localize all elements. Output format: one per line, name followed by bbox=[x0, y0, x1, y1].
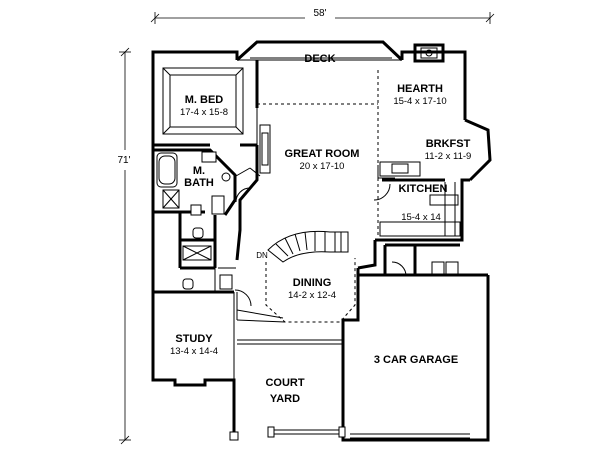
master-bed-walls bbox=[153, 60, 259, 147]
breakfast-label: BRKFST bbox=[426, 138, 471, 150]
door-swings bbox=[234, 167, 391, 307]
master-bath-label-line2: BATH bbox=[184, 177, 214, 189]
courtyard-label-line2: YARD bbox=[270, 393, 300, 405]
dining-label: DINING bbox=[293, 277, 332, 289]
courtyard bbox=[229, 339, 346, 441]
master-bath-label-line1: M. bbox=[193, 165, 205, 177]
master-bed-label: M. BED bbox=[185, 94, 224, 106]
depth-dimension-label: 71' bbox=[117, 155, 130, 166]
deck-label: DECK bbox=[304, 53, 335, 65]
width-dimension bbox=[150, 6, 495, 24]
courtyard-label-line1: COURT bbox=[265, 377, 304, 389]
study-label: STUDY bbox=[175, 333, 213, 345]
dining-size: 14-2 x 12-4 bbox=[288, 290, 336, 301]
great-room-label: GREAT ROOM bbox=[285, 148, 360, 160]
study-size: 13-4 x 14-4 bbox=[170, 346, 218, 357]
dining-walls bbox=[236, 258, 356, 323]
kitchen-label: KITCHEN bbox=[399, 183, 448, 195]
width-dimension-label: 58' bbox=[313, 8, 326, 19]
great-room-walls bbox=[235, 70, 379, 261]
kitchen bbox=[375, 161, 461, 242]
garage-label: 3 CAR GARAGE bbox=[374, 354, 458, 366]
staircase bbox=[267, 230, 349, 263]
exterior-walls bbox=[151, 50, 492, 442]
hearth-size: 15-4 x 17-10 bbox=[393, 96, 446, 107]
laundry-area bbox=[383, 243, 460, 277]
kitchen-size: 15-4 x 14 bbox=[401, 212, 441, 223]
great-room-size: 20 x 17-10 bbox=[300, 161, 345, 172]
master-bed-size: 17-4 x 15-8 bbox=[180, 107, 228, 118]
breakfast-size: 11-2 x 11-9 bbox=[425, 151, 472, 162]
master-bath bbox=[153, 148, 237, 216]
depth-dimension bbox=[115, 47, 135, 445]
hearth-label: HEARTH bbox=[397, 83, 443, 95]
deck bbox=[235, 40, 404, 62]
master-bed-tray bbox=[162, 67, 244, 135]
stair-down-label: DN bbox=[256, 251, 268, 260]
hearth-fireplace bbox=[413, 43, 445, 63]
utility-rooms bbox=[153, 212, 236, 294]
garage-doors bbox=[350, 433, 470, 439]
